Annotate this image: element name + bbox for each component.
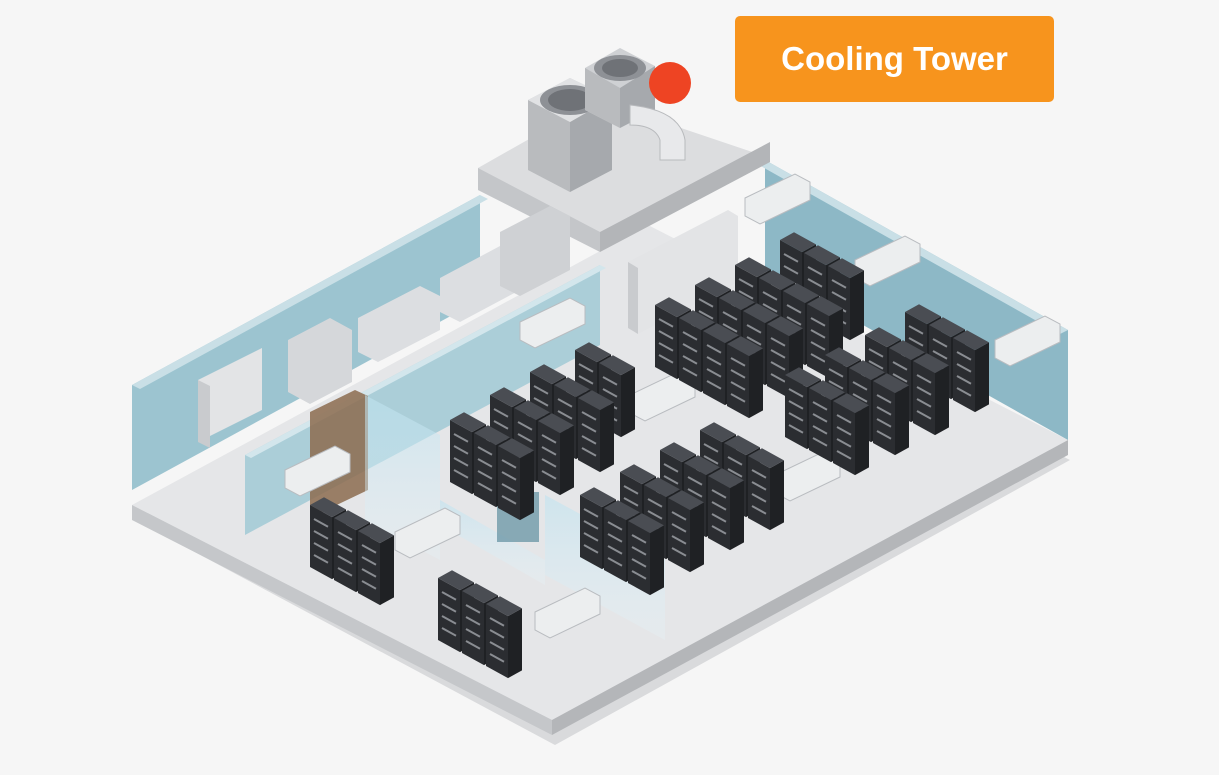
server-rack — [708, 468, 744, 551]
cooling-tower-label: Cooling Tower — [781, 40, 1008, 77]
server-rack — [727, 336, 763, 419]
server-rack — [498, 438, 534, 521]
server-rack — [748, 448, 784, 531]
server-rack — [668, 490, 704, 573]
air-conditioner-unit — [284, 173, 1061, 639]
cooling-tower-unit — [528, 48, 686, 192]
hotspot-marker[interactable] — [649, 62, 691, 104]
cooling-tower-callout[interactable]: Cooling Tower — [735, 16, 1054, 102]
server-rack — [358, 523, 394, 606]
server-rack — [873, 373, 909, 456]
server-rack — [833, 393, 869, 476]
server-rack — [628, 513, 664, 596]
server-racks — [310, 232, 989, 679]
server-rack — [913, 353, 949, 436]
chiller-pump — [288, 206, 570, 404]
server-rack — [538, 413, 574, 496]
server-rack — [953, 330, 989, 413]
electrical-panel — [198, 210, 738, 448]
server-rack — [486, 596, 522, 679]
server-rack — [578, 390, 614, 473]
